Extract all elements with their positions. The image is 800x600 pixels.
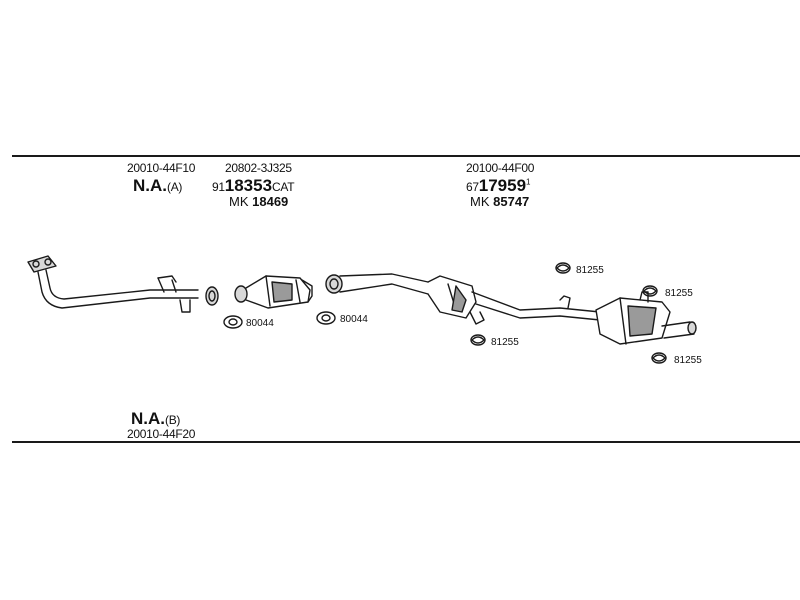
- group1-variant: (A): [167, 180, 183, 194]
- gasket-code-1: 80044: [246, 318, 274, 329]
- bottom-rule: [12, 441, 800, 443]
- group2-mk-prefix: MK: [229, 194, 249, 209]
- group2-part-number: 20802-3J325: [225, 161, 292, 175]
- clamp-3: [470, 334, 486, 346]
- group3-mk-number: 85747: [493, 194, 530, 209]
- group1-part-number: 20010-44F10: [127, 161, 196, 175]
- top-rule: [12, 155, 800, 157]
- gasket-code-2: 80044: [340, 314, 368, 325]
- clamp-code-4: 81255: [674, 355, 702, 366]
- group2-mk-number: 18469: [252, 194, 289, 209]
- group3-mk: MK 85747: [470, 195, 529, 208]
- clamp-code-1: 81255: [576, 265, 604, 276]
- group2-code-suffix: CAT: [272, 180, 295, 194]
- group3-part-number: 20100-44F00: [466, 161, 535, 175]
- group1-designation-text: N.A.: [133, 176, 167, 195]
- clamp-code-3: 81255: [491, 337, 519, 348]
- catalytic-converter: [234, 275, 313, 309]
- rear-muffler: [595, 291, 697, 345]
- front-pipe: [27, 255, 219, 313]
- group2-code-prefix: 91: [212, 180, 225, 194]
- gasket-2: [316, 311, 336, 325]
- intermediate-pipe: [325, 273, 601, 325]
- group2-code: 9118353CAT: [212, 176, 295, 195]
- group3-mk-prefix: MK: [470, 194, 490, 209]
- lower-variant: (B): [165, 413, 181, 427]
- group1-designation: N.A.(A): [133, 177, 182, 195]
- lower-designation-text: N.A.: [131, 409, 165, 428]
- group2-code-main: 18353: [224, 176, 273, 195]
- group3-code-main: 17959: [478, 176, 527, 195]
- clamp-code-2: 81255: [665, 288, 693, 299]
- lower-designation: N.A.(B): [131, 410, 180, 428]
- group3-code-prefix: 67: [466, 180, 479, 194]
- group3-code: 67179591: [466, 177, 530, 195]
- group3-code-suffix: 1: [526, 177, 531, 187]
- group2-mk: MK 18469: [229, 195, 288, 208]
- clamp-4: [651, 352, 667, 364]
- gasket-1: [223, 315, 243, 329]
- lower-part-number: 20010-44F20: [127, 427, 196, 441]
- clamp-2: [642, 285, 658, 297]
- clamp-1: [555, 262, 571, 274]
